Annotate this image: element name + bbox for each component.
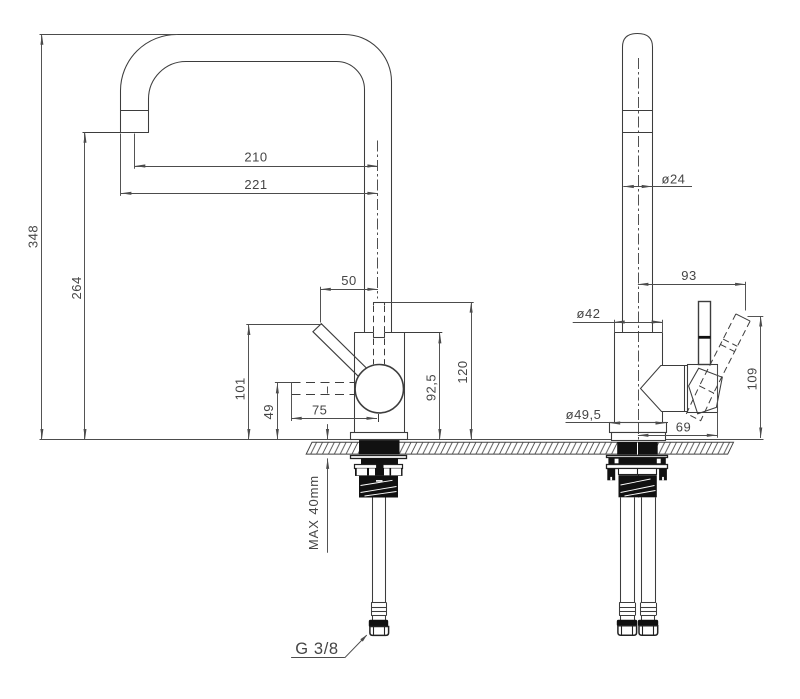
svg-text:49: 49 bbox=[261, 404, 276, 419]
svg-text:210: 210 bbox=[244, 150, 267, 165]
svg-text:348: 348 bbox=[26, 225, 41, 248]
svg-text:ø24: ø24 bbox=[662, 172, 686, 187]
svg-text:69: 69 bbox=[676, 419, 691, 434]
svg-text:120: 120 bbox=[455, 360, 470, 383]
svg-text:50: 50 bbox=[341, 273, 356, 288]
svg-text:G 3/8: G 3/8 bbox=[295, 640, 338, 658]
svg-text:93: 93 bbox=[681, 268, 696, 283]
svg-text:ø42: ø42 bbox=[577, 306, 601, 321]
svg-text:264: 264 bbox=[69, 276, 84, 299]
svg-text:109: 109 bbox=[745, 367, 760, 390]
svg-text:ø49,5: ø49,5 bbox=[566, 407, 602, 422]
svg-text:MAX 40mm: MAX 40mm bbox=[306, 475, 321, 550]
svg-text:92,5: 92,5 bbox=[424, 374, 439, 401]
svg-text:75: 75 bbox=[312, 402, 327, 417]
svg-text:221: 221 bbox=[244, 177, 267, 192]
svg-text:101: 101 bbox=[233, 377, 248, 400]
